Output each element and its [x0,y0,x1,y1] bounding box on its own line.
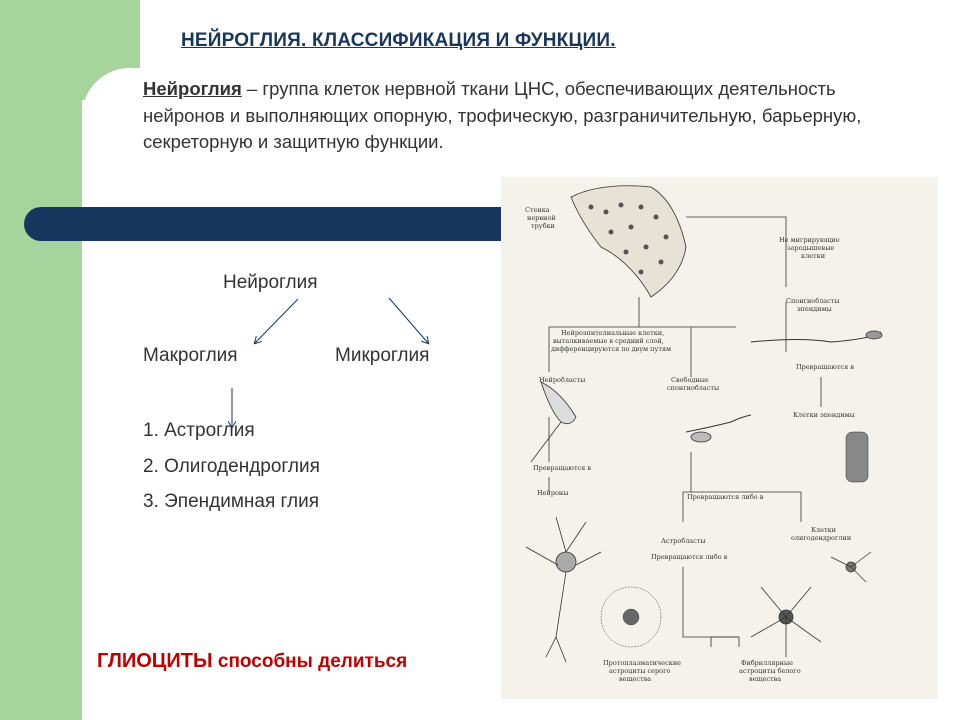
label-neurons: Нейроны [537,489,568,497]
intro-paragraph: Нейроглия – группа клеток нервной ткани … [143,76,913,156]
label-wall-3: трубки [531,222,555,230]
ependyma-spongioblast [750,331,882,343]
label-astroblasts: Астробласты [661,537,706,545]
label-become-2: Превращаются в [796,363,854,371]
neural-tube-wall [570,185,687,298]
label-neuroepithelial-3: дифференцируются по двум путям [551,345,671,353]
white-rounded-corner [82,68,202,188]
label-fibrous-3: вещества [749,675,781,683]
tree-right-microglia: Микроглия [335,345,430,366]
left-green-band [0,0,82,720]
ependymal-cells [845,431,869,483]
gliocytes-note: ГЛИОЦИТЫ способны делиться [97,650,407,673]
label-free-spongio-2: спонгиобласты [667,384,719,392]
free-spongioblast [685,414,752,433]
intro-term: Нейроглия [143,78,242,99]
label-wall-2: нервной [527,214,556,222]
arrow-to-macroglia [255,298,299,343]
label-spongio-ep-1: Спонгиобласты [786,297,840,305]
gliocytes-text: способны делиться [212,651,408,672]
neuron-cell [525,516,602,663]
intro-definition: – группа клеток нервной ткани ЦНС, обесп… [143,78,862,152]
label-fibrous-1: Фибриллярные [741,659,793,667]
neuroblast-cell [540,381,577,425]
label-either-2: Превращаются либо в [651,553,728,561]
oligodendroglia-cell [830,551,872,583]
arrow-to-microglia [388,297,428,343]
title-background [170,22,730,62]
label-neuroepithelial-2: выталкиваемые в средний слой, [553,337,664,345]
tube-cells [588,202,669,275]
navy-divider-bar [24,207,514,241]
label-free-spongio-1: Свободные [671,376,709,384]
label-proto-3: вещества [619,675,651,683]
label-neuroepithelial-1: Нейроэпителиальные клетки, [561,329,664,337]
label-spongio-ep-2: эпендимы [797,305,832,313]
development-scheme-svg: Стенка нервной трубки Не мигрирующие зар… [525,185,883,683]
label-become-1: Превращаются в [533,464,591,472]
slide-title: НЕЙРОГЛИЯ. КЛАССИФИКАЦИЯ И ФУНКЦИИ. [181,30,616,51]
label-proto-2: астроциты серого [609,667,671,675]
neuroglia-development-diagram: Стенка нервной трубки Не мигрирующие зар… [501,177,938,699]
tree-root: Нейроглия [223,272,318,293]
tree-left-macroglia: Макроглия [143,345,238,366]
label-wall-1: Стенка [525,206,550,214]
label-nonmigrating-1: Не мигрирующие [779,236,840,244]
label-either-1: Превращаются либо в [687,493,764,501]
tree-item-ependymal: 3. Эпендимная глия [143,491,320,512]
label-fibrous-2: астроциты белого [739,667,801,675]
label-nonmigrating-2: зародышевые [787,244,834,252]
label-proto-1: Протоплазматические [603,659,681,667]
protoplasmic-astrocyte [600,586,662,648]
label-oligo-1: Клетки [811,526,836,534]
fibrous-astrocyte [750,586,822,657]
label-neuroblasts: Нейробласты [539,376,585,384]
tree-item-astroglia: 1. Астроглия [143,420,255,441]
label-oligo-2: олигодендроглии [791,534,851,542]
label-nonmigrating-3: клетки [801,252,825,260]
label-ependyma: Клетки эпендимы [793,411,855,419]
gliocytes-keyword: ГЛИОЦИТЫ [97,650,213,672]
tree-item-oligodendroglia: 2. Олигодендроглия [143,456,320,477]
